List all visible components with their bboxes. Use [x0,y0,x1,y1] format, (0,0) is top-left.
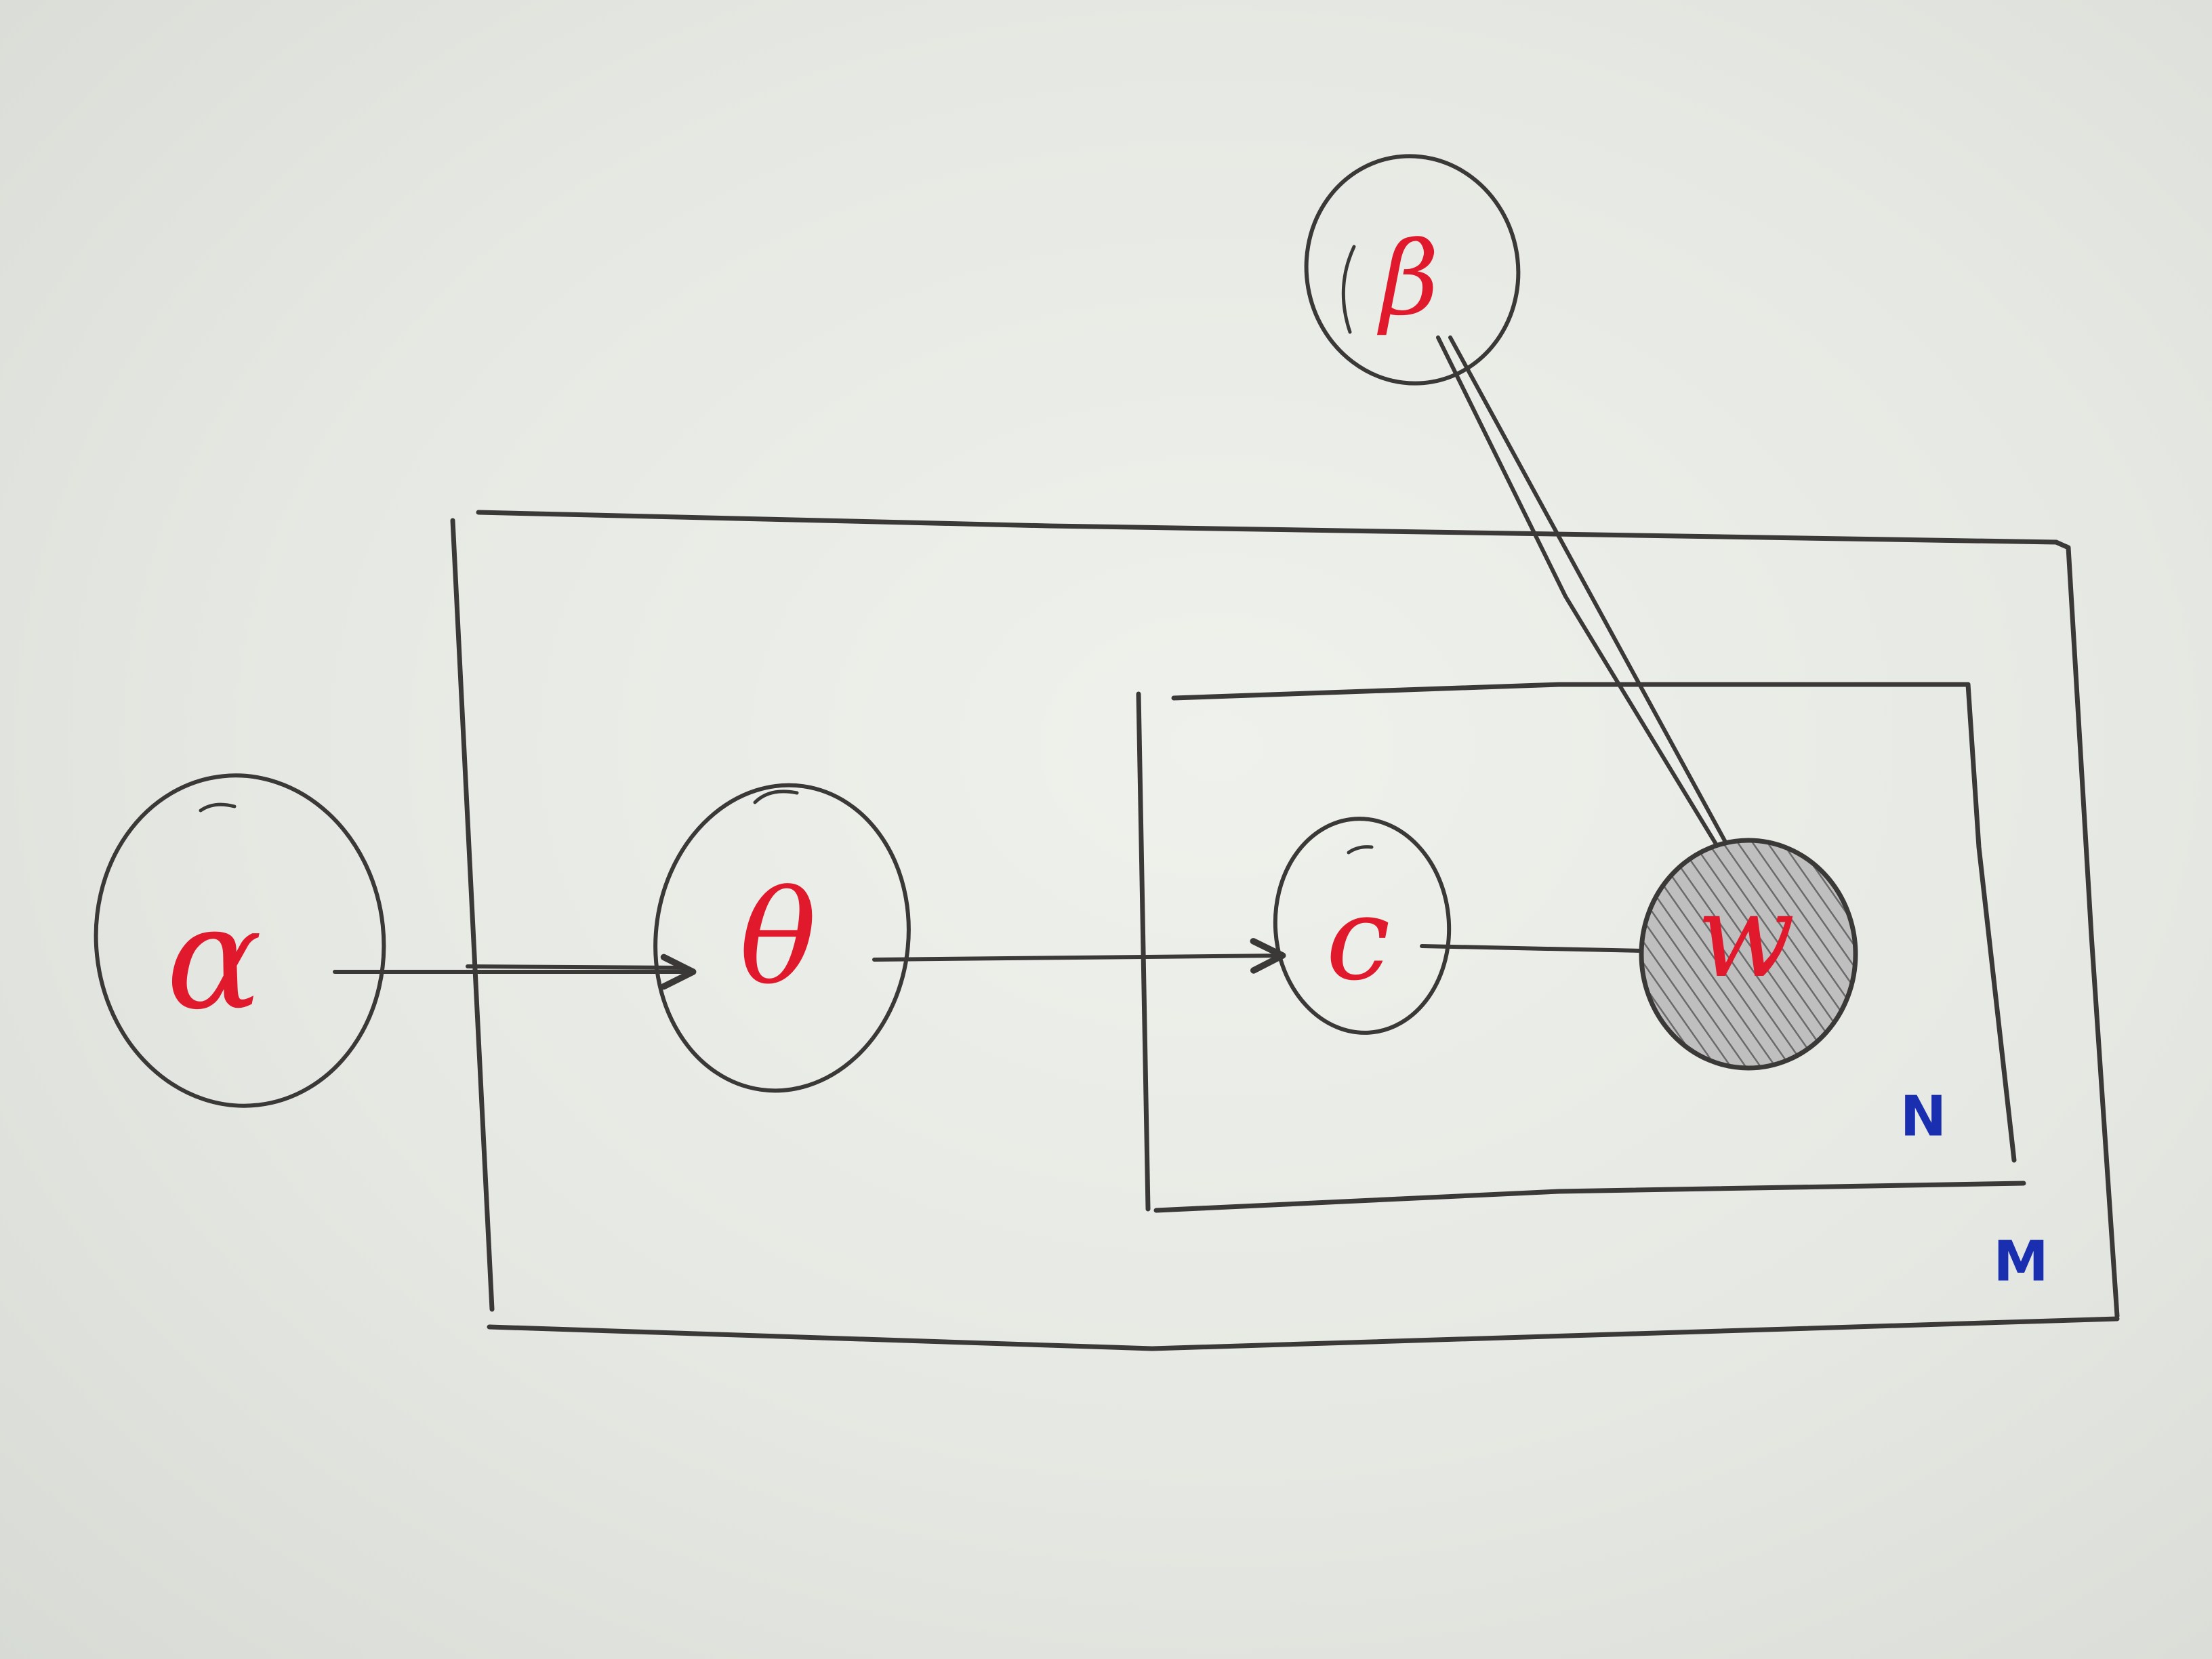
edges [333,335,1745,990]
edge-alpha-to-theta-double-stroke [466,964,687,970]
plate-outer-label: M [1993,1230,2049,1294]
edge-c-to-w [1420,933,1679,969]
plate-inner: N [1136,682,2026,1213]
node-alpha: α [94,773,386,1108]
edge-theta-to-c [872,938,1286,974]
node-c: c [1273,817,1452,1035]
node-w: w [1639,838,1858,1071]
plate-inner-label: N [1900,1085,1947,1149]
node-theta-label: θ [739,863,817,1013]
node-w-label: w [1696,869,1795,1004]
node-alpha-label: α [166,876,262,1042]
node-beta-label: β [1377,220,1439,338]
edge-beta-to-w-double-stroke [1448,335,1745,876]
node-beta: β [1304,154,1521,386]
plate-outer: M [450,510,2120,1351]
edge-beta-to-w [1436,335,1742,885]
node-theta: θ [653,783,911,1093]
node-c-label: c [1326,872,1390,1006]
